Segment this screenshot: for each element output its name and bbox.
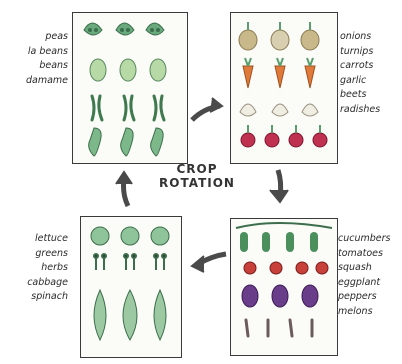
pepper-icon [246, 320, 312, 336]
arrow-right-icon [192, 98, 222, 120]
pea-pods-icon [84, 23, 164, 35]
eggplant-icon [242, 285, 318, 307]
herbs-icon [94, 254, 166, 270]
tomato-icon [244, 262, 328, 274]
cucumber-vine-icon [236, 223, 332, 252]
carrot-icon [243, 58, 315, 88]
lettuce-icon [91, 227, 169, 245]
edamame-pods-icon [89, 128, 163, 156]
onion-icon [239, 22, 319, 50]
beet-radish-icon [241, 125, 327, 147]
arrow-down-icon [270, 170, 288, 202]
arrow-up-icon [116, 172, 132, 206]
arrow-left-icon [192, 254, 226, 272]
lima-beans-icon [90, 59, 166, 81]
green-beans-icon [92, 96, 164, 120]
garlic-icon [240, 104, 318, 116]
spinach-icon [94, 290, 166, 340]
